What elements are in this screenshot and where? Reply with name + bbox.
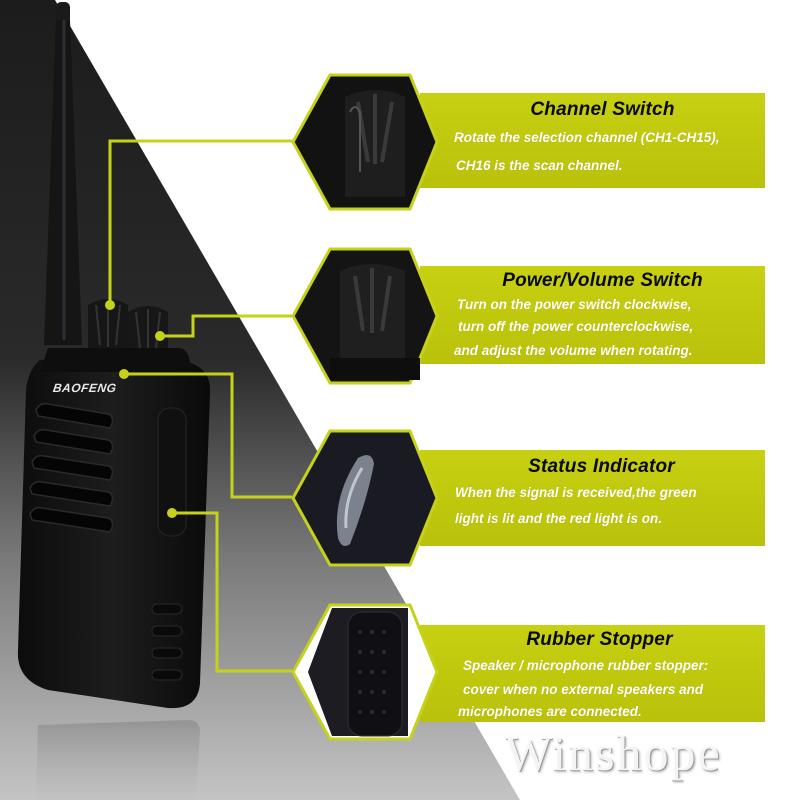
callout-desc-line: cover when no external speakers and [463, 682, 704, 697]
callout-desc-line: Turn on the power switch clockwise, [457, 297, 692, 312]
callout-desc-line: and adjust the volume when rotating. [454, 343, 693, 358]
callout-desc-line: When the signal is received,the green [455, 485, 697, 500]
radio-reflection [36, 720, 200, 800]
callout-desc-line: turn off the power counterclockwise, [458, 319, 694, 334]
channel-knob-closeup-icon [291, 73, 439, 211]
connector-lines [108, 139, 292, 673]
connector-dots [105, 300, 177, 518]
callout-desc-line: CH16 is the scan channel. [456, 158, 623, 173]
callout-desc-line: Speaker / microphone rubber stopper: [463, 658, 709, 673]
callout-desc-line: light is lit and the red light is on. [455, 511, 663, 526]
antenna [44, 2, 82, 345]
callout-title: Channel Switch [530, 99, 675, 120]
callout-panel-status-indicator: Status Indicator When the signal is rece… [420, 450, 765, 546]
callout-panel-rubber-stopper: Rubber Stopper Speaker / microphone rubb… [420, 625, 765, 722]
led-indicator-closeup-icon [291, 429, 439, 567]
callout-desc-line: microphones are connected. [458, 704, 642, 719]
volume-knob [128, 306, 168, 352]
watermark: Winshope [505, 725, 722, 781]
callout-panel-channel-switch: Channel Switch Rotate the selection chan… [420, 93, 765, 188]
rubber-stopper [157, 407, 187, 537]
callout-title: Power/Volume Switch [502, 270, 703, 291]
callout-panel-power-volume: Power/Volume Switch Turn on the power sw… [420, 266, 765, 364]
rubber-stopper-closeup-icon [291, 603, 439, 741]
callout-title: Rubber Stopper [526, 629, 673, 650]
brand-label: BAOFENG [52, 381, 118, 395]
callout-desc-line: Rotate the selection channel (CH1-CH15), [454, 130, 720, 145]
speaker-grille [29, 402, 114, 533]
volume-knob-closeup-icon [291, 247, 439, 385]
callout-title: Status Indicator [528, 456, 675, 477]
